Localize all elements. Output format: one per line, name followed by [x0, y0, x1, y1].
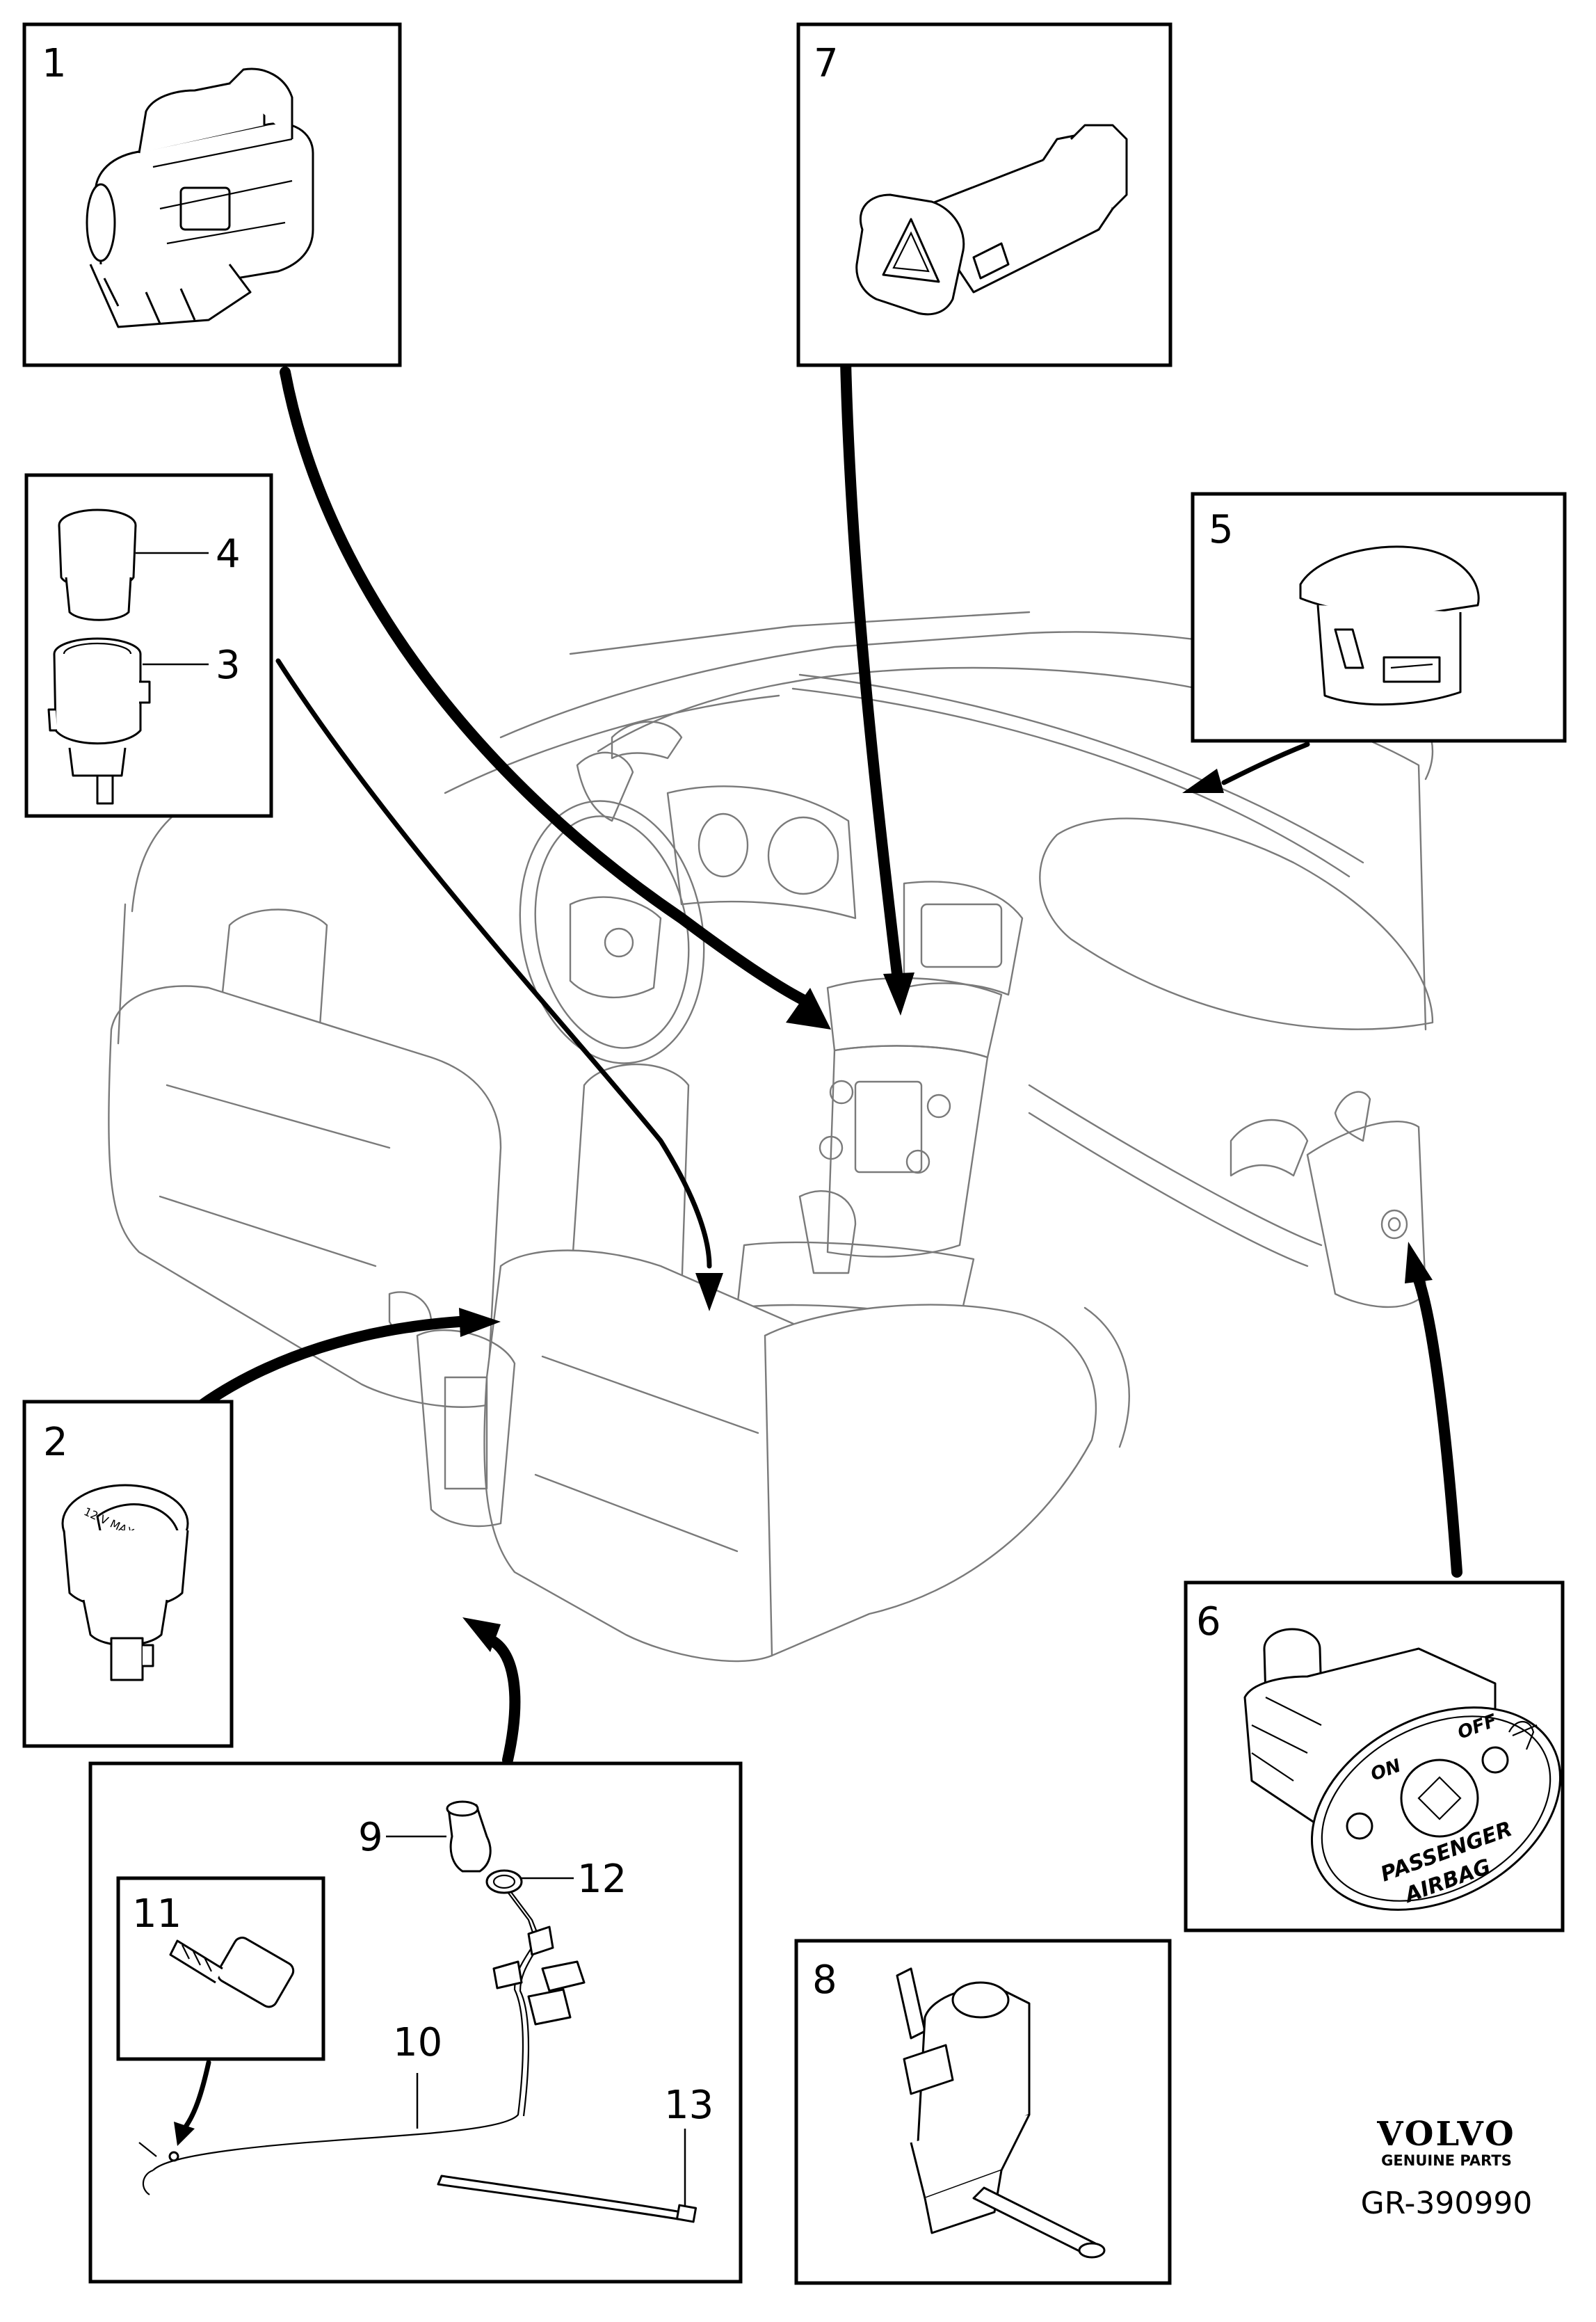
lighter-knob-part	[58, 509, 137, 621]
callout-box-8: 8	[794, 1939, 1172, 2285]
arrow-head-11	[174, 2122, 195, 2146]
callout-box-7: 7	[796, 22, 1172, 367]
callout-box-5: 5	[1191, 492, 1567, 743]
brand-name: VOLVO	[1377, 2115, 1516, 2154]
arrow-head-3	[695, 1273, 723, 1311]
wiring-harness-part	[138, 1891, 586, 2195]
callout-number-6: 6	[1196, 1599, 1221, 1644]
arrow-head-10	[462, 1617, 501, 1652]
grommet-part	[446, 1800, 492, 1873]
arrow-head-6	[1405, 1242, 1433, 1283]
callout-number-1: 1	[42, 41, 67, 86]
arrow-head-7	[883, 972, 914, 1016]
callout-box-6: 6 ON OFF PASSENGER AIRBAG	[1184, 1580, 1565, 1932]
pointer-arrows	[196, 321, 1462, 1765]
arrow-head-5	[1182, 769, 1224, 793]
arrow-head-2	[459, 1308, 501, 1337]
callout-number-5: 5	[1209, 507, 1234, 552]
callout-number-2: 2	[43, 1420, 68, 1465]
o-ring-part	[485, 1869, 523, 1894]
callout-number-4: 4	[216, 531, 241, 577]
callout-number-11: 11	[132, 1891, 182, 1937]
arrow-from-box-1	[280, 367, 812, 1007]
arrow-from-box-6	[1413, 1274, 1462, 1578]
arrow-from-box-7	[839, 321, 903, 979]
arrow-from-box-3	[275, 658, 712, 1269]
brake-switch-part	[896, 1967, 1106, 2259]
hazard-switch-part	[855, 124, 1128, 316]
callout-box-3-4: 4 3	[24, 473, 273, 818]
power-socket-part: 12 V MAX 120 W	[61, 1484, 189, 1681]
arrow-from-box-11	[182, 2060, 211, 2131]
callout-box-2: 2 12 V MAX 120 W	[22, 1400, 234, 1748]
arrow-head-1	[786, 988, 831, 1030]
sensor-cap-part	[1299, 545, 1480, 706]
ignition-switch-part	[86, 67, 314, 328]
arrow-from-box-5	[1221, 742, 1310, 785]
arrow-from-box-2	[196, 1316, 465, 1411]
bolt-part	[169, 1937, 295, 2008]
brand-logo: VOLVO GENUINE PARTS	[1342, 2115, 1551, 2169]
callout-number-9: 9	[358, 1815, 383, 1860]
callout-box-9-10-12-13: 11 9 12	[88, 1761, 743, 2284]
lighter-socket-part	[47, 637, 151, 805]
hazard-triangle-icon	[882, 218, 940, 283]
callout-number-7: 7	[814, 41, 839, 86]
cable-tie-part	[437, 2175, 698, 2223]
vehicle-interior	[108, 611, 1434, 1663]
figure-reference: GR-390990	[1360, 2186, 1533, 2221]
callout-number-10: 10	[393, 2020, 442, 2065]
callout-box-1: 1	[22, 22, 402, 367]
callout-number-13: 13	[664, 2083, 714, 2128]
callout-number-3: 3	[216, 643, 241, 688]
airbag-symbol-icon	[1508, 1720, 1538, 1750]
callout-number-12: 12	[577, 1857, 627, 1902]
callout-number-8: 8	[812, 1957, 837, 2003]
brand-subtitle: GENUINE PARTS	[1381, 2152, 1512, 2169]
callout-box-11: 11	[116, 1876, 325, 2061]
arrow-from-box-10	[488, 1636, 521, 1765]
